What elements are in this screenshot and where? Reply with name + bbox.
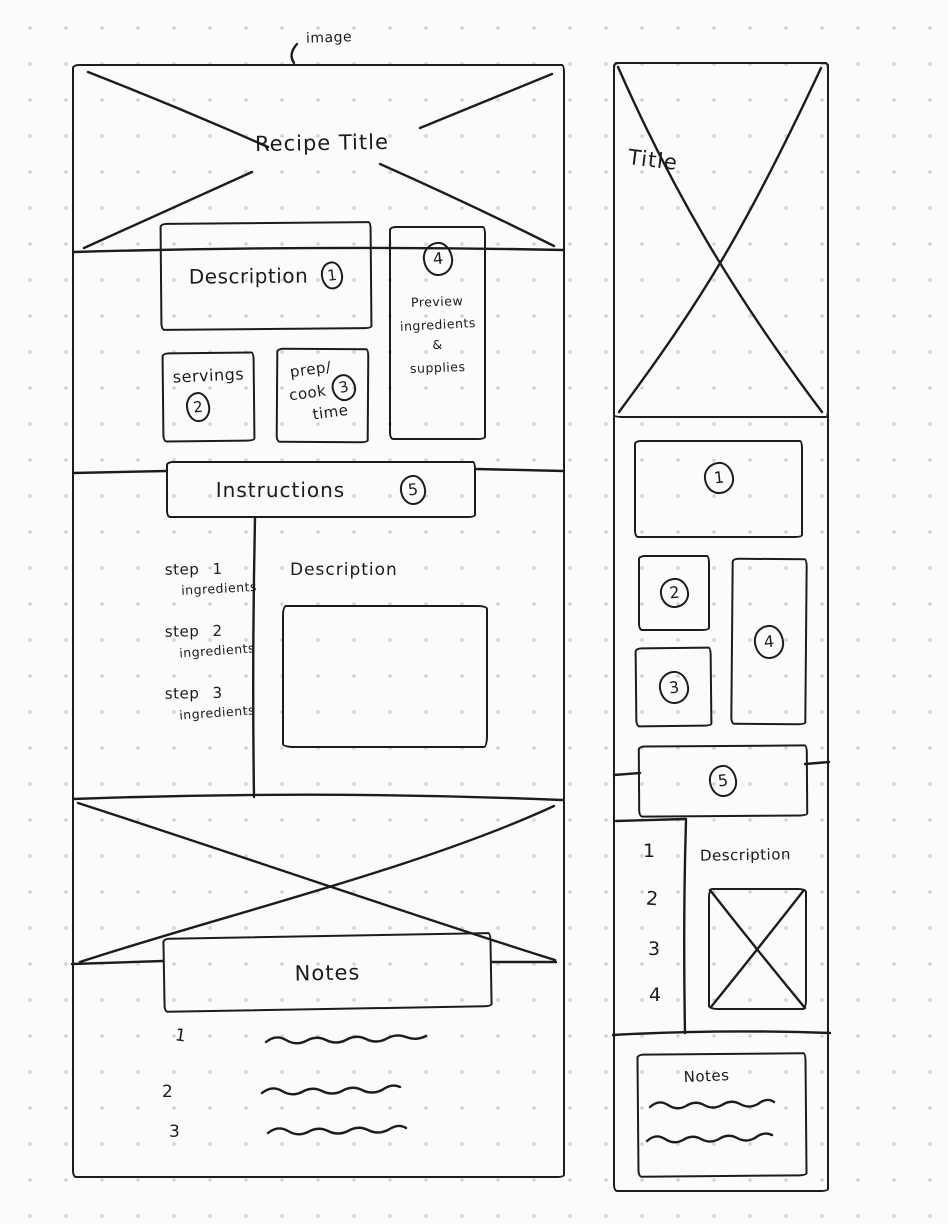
mobile-title-image-box <box>613 62 829 418</box>
hero-image-x-stroke <box>418 72 554 130</box>
preview-line: & <box>432 337 443 352</box>
gallery-bottom-left <box>70 959 165 966</box>
step-item: step 3 ingredients <box>164 683 257 723</box>
note-line-squiggle <box>260 1084 402 1096</box>
instructions-bar: Instructions 5 <box>166 461 476 518</box>
mobile-block-4: 4 <box>730 557 808 726</box>
mobile-block-1: 1 <box>634 440 803 538</box>
mobile-description-label: Description <box>699 845 792 865</box>
hero-image-x-stroke <box>86 70 270 149</box>
instructions-label: Instructions <box>215 477 346 502</box>
step-label: step 3 <box>164 683 223 703</box>
mobile-section-divider <box>611 1030 832 1037</box>
hero-bottom-divider <box>72 246 566 254</box>
servings-label: servings <box>172 364 245 387</box>
description-number-badge: 1 <box>319 260 345 291</box>
preview-line: Preview <box>411 293 464 310</box>
mobile-notes-box: Notes <box>636 1052 808 1178</box>
notes-label: Notes <box>294 959 361 986</box>
servings-number-badge: 2 <box>183 390 212 424</box>
mobile-block2-number-badge: 2 <box>658 576 690 610</box>
mobile-step-number: 4 <box>649 984 662 1006</box>
section-divider-right <box>474 467 566 473</box>
preview-number-badge: 4 <box>420 240 455 278</box>
notes-banner: Notes <box>162 932 493 1013</box>
note-number: 3 <box>169 1122 181 1142</box>
step-item: step 1 ingredients <box>164 559 258 598</box>
note-line-squiggle <box>264 1034 428 1045</box>
desktop-frame <box>72 64 565 1178</box>
mobile-strokes <box>611 65 832 1144</box>
mobile-block5-number-badge: 5 <box>707 763 739 799</box>
step-sub-label: ingredients <box>180 578 258 598</box>
step-label: step 1 <box>164 559 223 579</box>
mobile-block1-number-badge: 1 <box>701 460 736 496</box>
mobile-rail-top-line <box>614 817 688 823</box>
mobile-block-5: 5 <box>637 744 809 818</box>
mobile-rail-vertical-divider <box>683 818 688 1035</box>
desktop-strokes <box>70 42 566 1136</box>
step-detail-image-box <box>282 605 488 748</box>
steps-vertical-divider <box>252 516 257 799</box>
step-sub-label: ingredients <box>178 702 256 723</box>
hero-image-x-stroke <box>378 162 556 248</box>
instructions-number-badge: 5 <box>398 473 428 506</box>
image-annotation: image <box>305 29 353 47</box>
mobile-step-number: 2 <box>645 887 660 911</box>
mobile-block3-number-badge: 3 <box>656 668 691 706</box>
step-detail-description-label: Description <box>290 560 398 580</box>
mobile-detail-image-box <box>708 888 807 1010</box>
mobile-step-number: 1 <box>643 840 656 862</box>
mobile-note-squiggle <box>648 1098 776 1110</box>
mobile-block4-number-badge: 4 <box>752 623 786 660</box>
hero-title: Recipe Title <box>254 129 390 157</box>
prep-cook-time-box: prep/ cook 3 time <box>275 347 370 444</box>
mobile-notes-label: Notes <box>683 1066 730 1087</box>
mobile-block5-tick-left <box>612 771 642 777</box>
prep-cook-line: time <box>311 400 350 424</box>
mobile-block5-tick-right <box>803 760 831 766</box>
gallery-image-x-stroke <box>78 804 556 964</box>
preview-line: ingredients <box>399 315 476 334</box>
preview-ingredients-box: 4 Preview ingredients & supplies <box>389 226 486 440</box>
servings-box: servings 2 <box>161 351 256 443</box>
mobile-title-x-stroke <box>616 65 824 414</box>
hero-image-x-stroke <box>82 170 254 250</box>
mobile-note-squiggle <box>645 1132 774 1144</box>
note-number: 2 <box>162 1082 174 1102</box>
note-line-squiggle <box>266 1124 408 1136</box>
step-sub-label: ingredients <box>178 640 256 661</box>
prep-cook-number-badge: 3 <box>329 371 359 404</box>
description-label: Description <box>188 263 309 289</box>
description-box: Description 1 <box>159 221 373 331</box>
image-annotation-tick <box>290 42 299 65</box>
steps-bottom-divider <box>71 793 564 802</box>
step-label: step 2 <box>164 621 223 641</box>
steps-list: step 1 ingredients step 2 ingredients st… <box>164 559 258 723</box>
mobile-block-3: 3 <box>634 646 713 728</box>
gallery-image-x-stroke <box>76 801 557 962</box>
preview-line: supplies <box>409 359 466 376</box>
section-divider-left <box>71 469 168 475</box>
mobile-title-x-stroke <box>617 66 823 414</box>
mobile-block-2: 2 <box>638 555 710 631</box>
step-item: step 2 ingredients <box>164 621 257 661</box>
prep-cook-line: cook <box>287 381 328 404</box>
mobile-step-number: 3 <box>648 938 661 960</box>
mobile-detail-image-x-stroke <box>709 888 806 1009</box>
